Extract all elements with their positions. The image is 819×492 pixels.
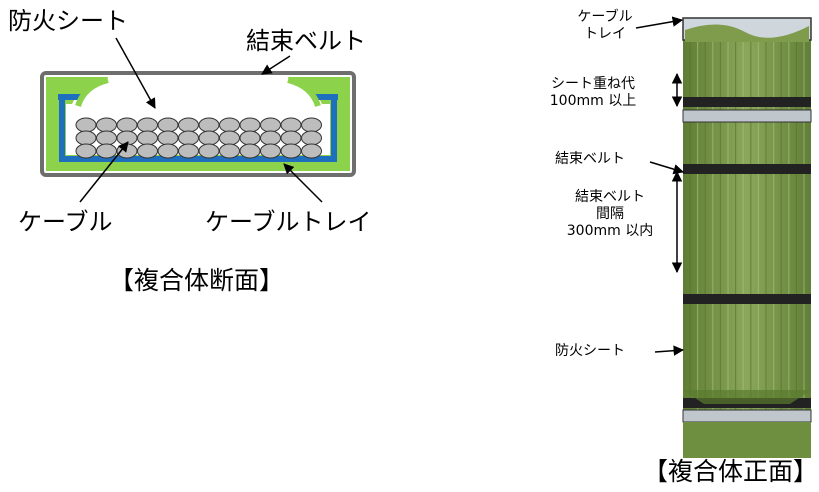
label-interval-line3: 300mm 以内	[566, 222, 654, 239]
cable-circle	[137, 130, 158, 146]
cable-circle	[260, 130, 281, 146]
cable-circle	[219, 143, 240, 159]
label-cable-tray-front: ケーブル トレイ	[555, 9, 655, 43]
cross-section	[40, 71, 356, 177]
label-binding-belt-front: 結束ベルト	[555, 151, 625, 167]
cable-circle	[301, 130, 322, 146]
cable-circle	[239, 117, 261, 133]
label-cable: ケーブル	[18, 208, 113, 236]
cable-circle	[178, 130, 199, 146]
tray-rung-1	[682, 109, 812, 123]
label-overlap-line1: シート重ね代	[551, 76, 635, 92]
cable-circle	[96, 143, 117, 159]
cable-circle	[96, 117, 117, 133]
binding-belt-outline	[40, 71, 356, 177]
cable-circle	[198, 130, 220, 146]
sheet-curl-right	[287, 77, 321, 108]
label-cable-tray-line2: トレイ	[584, 25, 626, 42]
cable-circle	[280, 130, 302, 146]
cable-circle	[178, 143, 199, 159]
cable-circle	[75, 117, 97, 133]
caption-cross-section: 【複合体断面】	[109, 266, 285, 295]
tray-rung-2	[682, 409, 812, 423]
label-overlap: シート重ね代 100mm 以上	[518, 76, 668, 110]
label-cable-tray: ケーブルトレイ	[205, 208, 372, 236]
cable-circle	[219, 117, 240, 133]
top-sheet-wave	[685, 24, 809, 42]
label-fire-sheet-front: 防火シート	[555, 343, 625, 359]
cable-circle	[157, 143, 179, 159]
cable-circle	[260, 117, 281, 133]
cable-circle	[178, 117, 199, 133]
leader-fire-sheet-right	[654, 345, 685, 356]
cable-circle	[137, 117, 158, 133]
column-body	[683, 20, 811, 458]
leader-binding-belt	[261, 55, 291, 75]
cable-circle	[239, 143, 261, 159]
label-fire-sheet: 防火シート	[8, 7, 128, 35]
cable-circle	[75, 143, 97, 159]
cable-circle	[157, 117, 179, 133]
cable-circle	[116, 117, 138, 133]
label-cable-tray-line1: ケーブル	[577, 9, 633, 25]
cable-circle	[157, 130, 179, 146]
cable-circle	[239, 130, 261, 146]
cable-circle	[96, 130, 117, 146]
belt-band-1	[683, 97, 811, 107]
leader-belt-right	[649, 161, 685, 175]
cables	[75, 117, 322, 159]
label-interval-line2: 間隔	[596, 205, 624, 222]
sheet-curl-left	[75, 77, 109, 108]
leader-fire-sheet	[115, 37, 156, 109]
sheet-flap	[683, 390, 811, 404]
cable-circle	[280, 117, 302, 133]
leader-tray-top	[635, 16, 684, 29]
sheet-opening	[108, 77, 288, 105]
cable-circle	[137, 143, 158, 159]
leader-cable	[79, 141, 129, 203]
label-overlap-line2: 100mm 以上	[549, 92, 637, 109]
cable-circle	[75, 130, 97, 146]
belt-band-2	[683, 164, 811, 174]
caption-front-view: 【複合体正面】	[643, 457, 819, 486]
label-binding-belt: 結束ベルト	[246, 27, 366, 55]
column-bottom	[683, 422, 811, 458]
label-interval-line1: 結束ベルト	[575, 189, 645, 205]
cable-circle	[260, 143, 281, 159]
front-column	[682, 17, 812, 458]
cable-circle	[198, 117, 220, 133]
cable-tray-shape	[59, 97, 337, 162]
cable-circle	[301, 117, 322, 133]
cable-circle	[219, 130, 240, 146]
cable-circle	[301, 143, 322, 159]
cable-circle	[198, 143, 220, 159]
leader-cable-tray	[283, 163, 323, 203]
label-belt-interval: 結束ベルト 間隔 300mm 以内	[555, 189, 665, 239]
belt-band-3	[683, 294, 811, 304]
cable-circle	[280, 143, 302, 159]
